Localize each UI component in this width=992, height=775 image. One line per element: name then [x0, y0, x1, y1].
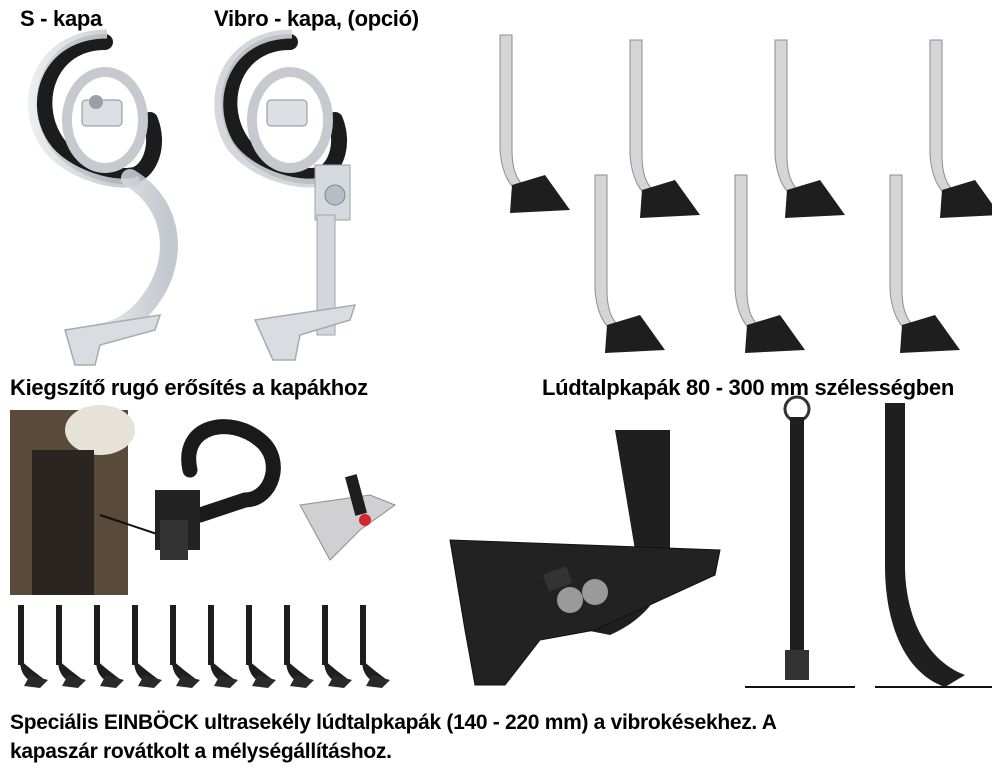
caption: Speciális EINBÖCK ultrasekély lúdtalpkap…	[10, 708, 990, 766]
shares-row-icon	[18, 605, 390, 688]
caption-line2: kapaszár rovátkolt a mélységállításhoz.	[10, 740, 392, 763]
s-tine-icon	[27, 29, 178, 366]
vibro-tine-icon	[214, 29, 357, 361]
label-kiegeszito: Kiegszítő rugó erősítés a kapákhoz	[10, 375, 368, 400]
vibro-sideview-icon	[745, 395, 992, 688]
label-s-kapa: S - kapa	[20, 6, 102, 31]
label-vibro-kapa: Vibro - kapa, (opció)	[214, 6, 419, 31]
caption-line1: Speciális EINBÖCK ultrasekély lúdtalpkap…	[10, 711, 777, 734]
duckfoot-share-icon	[499, 34, 992, 354]
spring-reinforcement-icon	[10, 405, 397, 595]
label-ludtalp: Lúdtalpkapák 80 - 300 mm szélességben	[542, 375, 954, 400]
share-closeup-icon	[449, 430, 721, 686]
